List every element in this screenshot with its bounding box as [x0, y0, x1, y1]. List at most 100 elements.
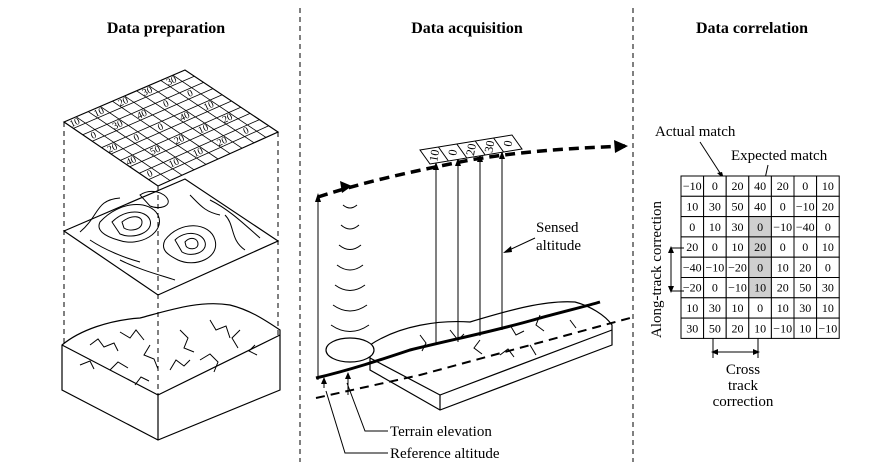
grid-cell-value: 50: [709, 321, 721, 335]
sensed-label-1: Sensed: [536, 220, 579, 236]
along-track-label: Along-track correction: [649, 200, 665, 338]
grid-cell-value: 0: [689, 220, 695, 234]
plate-grid-value: 10: [68, 116, 82, 130]
grid-cell-value: 20: [799, 260, 811, 274]
grid-cell-value: −10: [728, 281, 747, 295]
grid-cell-value: 30: [686, 321, 698, 335]
grid-cell-value: 10: [754, 281, 766, 295]
grid-cell-value: 30: [822, 281, 834, 295]
preparation-title: Data preparation: [107, 20, 225, 37]
actual-match-label: Actual match: [655, 124, 736, 140]
grid-cell-value: 10: [822, 240, 834, 254]
grid-cell-value: 50: [799, 281, 811, 295]
grid-cell-value: 10: [822, 301, 834, 315]
terrain-block: [61, 303, 281, 441]
plate-grid-value: 0: [146, 168, 155, 180]
grid-cell-value: 10: [686, 301, 698, 315]
cross-track-label-2: track: [728, 378, 758, 394]
plate-grid-value: 10: [191, 146, 205, 160]
grid-cell-value: 30: [709, 301, 721, 315]
grid-cell-value: 30: [799, 301, 811, 315]
grid-cell-value: 0: [825, 260, 831, 274]
grid-cell-value: 20: [732, 321, 744, 335]
plate-grid-value: 10: [92, 106, 106, 120]
grid-cell-value: 10: [799, 321, 811, 335]
grid-cell-value: 0: [757, 301, 763, 315]
digital-grid-plate: 1002040010300501020400201030040102030010…: [62, 69, 280, 187]
grid-cell-value: 0: [825, 220, 831, 234]
footprint-ellipse: [325, 337, 375, 363]
plate-grid-value: 40: [124, 154, 138, 168]
plate-grid-value: 50: [149, 144, 163, 158]
grid-cell-value: 30: [732, 220, 744, 234]
grid-cell-value: −10: [819, 321, 838, 335]
grid-cell-value: 20: [732, 179, 744, 193]
strip-value: 30: [481, 139, 497, 153]
grid-cell-value: −40: [796, 220, 815, 234]
plate-grid-value: 0: [132, 132, 141, 144]
strip-value: 20: [463, 142, 479, 156]
plate-grid-value: 20: [173, 133, 187, 147]
correlation-title: Data correlation: [696, 20, 808, 37]
flight-path: [317, 144, 626, 199]
plate-grid-value: 0: [89, 130, 98, 142]
grid-cell-value: 50: [732, 199, 744, 213]
grid-cell-value: −10: [706, 260, 725, 274]
plate-grid-value: 0: [186, 88, 195, 100]
strip-value: 10: [426, 148, 442, 162]
grid-cell-value: 40: [754, 199, 766, 213]
expected-match-label: Expected match: [731, 148, 828, 164]
grid-cell-value: 20: [822, 199, 834, 213]
flight-arrow-start: [340, 181, 352, 193]
grid-cell-value: 10: [777, 260, 789, 274]
grid-cell-value: −10: [773, 220, 792, 234]
grid-cell-value: 0: [757, 220, 763, 234]
terrain-elevation-label: Terrain elevation: [390, 424, 492, 440]
grid-cell-value: 10: [777, 301, 789, 315]
reference-line: [315, 317, 631, 399]
grid-cell-value: −20: [728, 260, 747, 274]
plate-grid-value: 10: [167, 156, 181, 170]
grid-cell-value: 0: [802, 179, 808, 193]
grid-cell-value: 10: [732, 240, 744, 254]
radar-beam-arcs: [330, 204, 370, 332]
grid-cell-value: 20: [777, 179, 789, 193]
terrain-profile-line: [315, 300, 601, 380]
plate-grid-value: 30: [111, 118, 125, 132]
plate-grid-value: 30: [165, 74, 179, 88]
plate-grid-value: 40: [178, 110, 192, 124]
grid-cell-value: 10: [709, 220, 721, 234]
cross-track-label-1: Cross: [726, 362, 760, 378]
plate-grid-value: 20: [215, 135, 229, 149]
strip-value: 0: [445, 148, 460, 156]
grid-cell-value: −10: [683, 179, 702, 193]
projection-lines: [63, 122, 279, 395]
plate-grid-value: 0: [162, 98, 171, 110]
grid-cell-value: 0: [780, 240, 786, 254]
grid-cell-value: 10: [686, 199, 698, 213]
cross-track-label-3: correction: [713, 394, 774, 410]
grid-cell-value: −10: [796, 199, 815, 213]
grid-cell-value: 0: [712, 240, 718, 254]
acquisition-title: Data acquisition: [411, 20, 523, 37]
grid-cell-value: 0: [712, 281, 718, 295]
plate-grid-value: 0: [242, 125, 251, 137]
grid-cell-value: 0: [712, 179, 718, 193]
strip-value: 0: [500, 139, 515, 147]
plate-grid-value: 20: [116, 95, 130, 109]
grid-cell-value: 0: [802, 240, 808, 254]
grid-cell-value: −10: [773, 321, 792, 335]
grid-cell-value: 10: [732, 301, 744, 315]
flight-arrow-end: [614, 140, 628, 153]
plate-grid-value: 20: [221, 112, 235, 126]
grid-cell: [816, 317, 840, 339]
grid-cell-value: 20: [777, 281, 789, 295]
grid-cell-value: 20: [754, 240, 766, 254]
grid-cell-value: −40: [683, 260, 702, 274]
grid-cell-value: 0: [780, 199, 786, 213]
sensed-label-2: altitude: [536, 238, 581, 254]
